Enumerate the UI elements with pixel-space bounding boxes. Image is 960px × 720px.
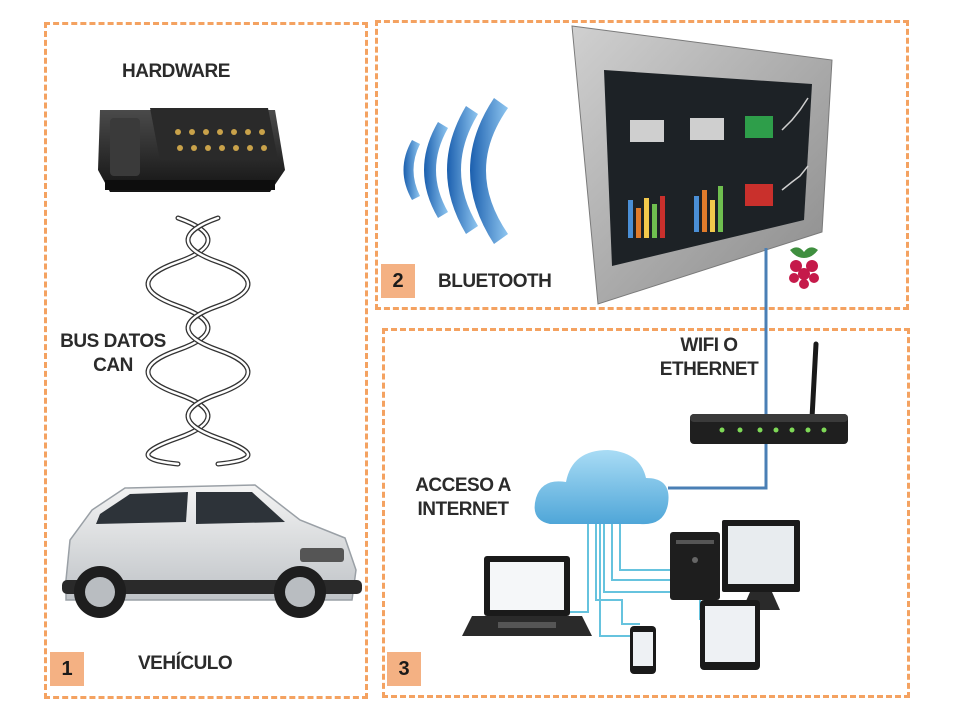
vehicle-label: VEHÍCULO	[138, 653, 233, 674]
wifi-ethernet-label: WIFI O ETHERNET	[650, 334, 768, 382]
wifi-label-line-2: ETHERNET	[659, 359, 759, 380]
connector-lines	[668, 248, 768, 490]
router-icon	[690, 341, 848, 444]
car-icon	[62, 484, 362, 618]
bus-label-line-1: BUS DATOS	[60, 331, 166, 352]
section-2-badge: 2	[381, 264, 415, 298]
section-2-bluetooth-frame	[375, 20, 909, 310]
cloud-icon	[534, 450, 669, 525]
internet-label-line-2: INTERNET	[417, 499, 510, 520]
bus-datos-can-label: BUS DATOS CAN	[52, 330, 174, 378]
section-3-badge: 3	[387, 652, 421, 686]
internet-access-label: ACCESO A INTERNET	[404, 474, 522, 522]
tablet-icon	[700, 600, 760, 670]
desktop-pc-icon	[670, 520, 800, 610]
raspberry-pi-icon	[789, 247, 819, 289]
touch-panel-icon	[571, 25, 833, 305]
bus-label-line-2: CAN	[93, 355, 133, 376]
bluetooth-label: BLUETOOTH	[438, 271, 552, 292]
hardware-label: HARDWARE	[122, 61, 230, 82]
section-3-internet-frame	[382, 328, 910, 698]
wifi-label-line-1: WIFI O	[680, 335, 738, 356]
obd-connector-icon	[98, 108, 285, 192]
section-1-vehicle-frame	[44, 22, 368, 699]
laptop-icon	[462, 556, 592, 636]
wireless-waves-icon	[403, 98, 508, 244]
twisted-pair-icon	[145, 215, 251, 467]
section-1-badge: 1	[50, 652, 84, 686]
smartphone-icon	[630, 626, 656, 674]
internet-label-line-1: ACCESO A	[415, 475, 511, 496]
